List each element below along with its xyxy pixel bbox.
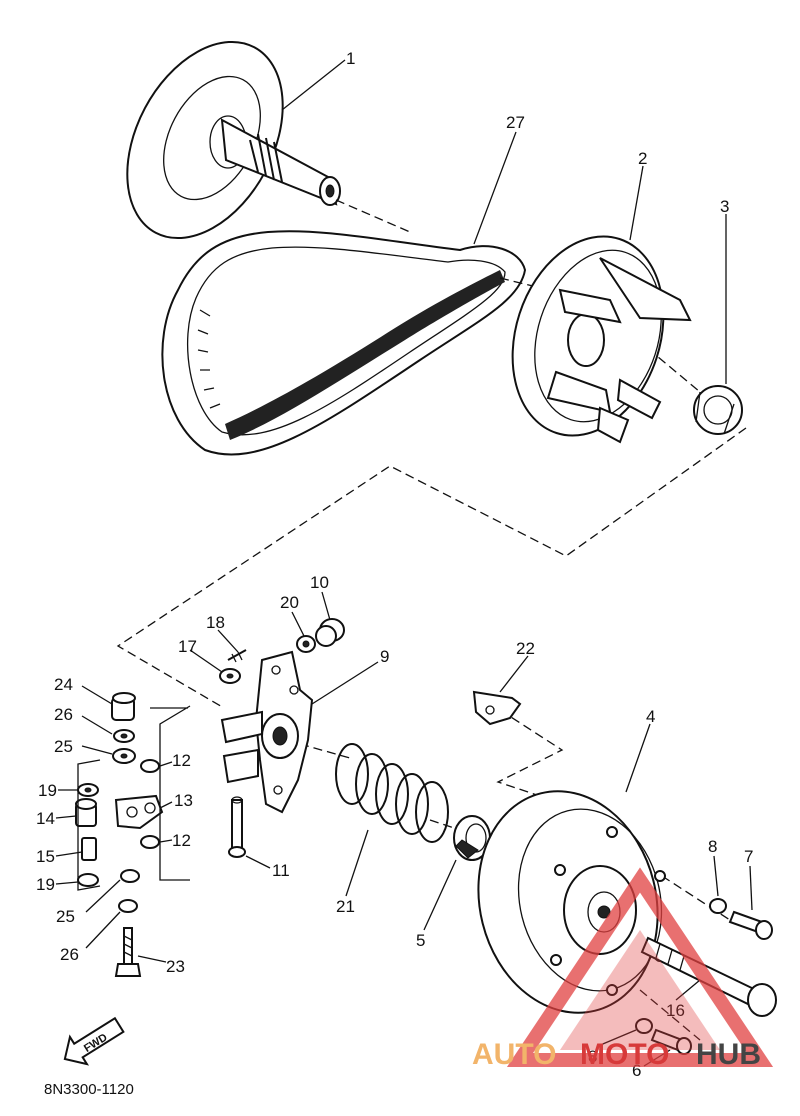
part-8-washer-upper xyxy=(709,898,727,914)
callout-20: 20 xyxy=(280,593,299,612)
leader-lines xyxy=(55,59,753,1067)
callout-26-top: 26 xyxy=(54,705,73,724)
part-21-spring xyxy=(335,743,449,843)
watermark-logo: AUTO MOTO HUB xyxy=(472,867,774,1071)
part-27-v-belt xyxy=(161,230,527,456)
callout-12-bottom: 12 xyxy=(172,831,191,850)
callout-9: 9 xyxy=(380,647,389,666)
callout-21: 21 xyxy=(336,897,355,916)
watermark-moto: MOTO xyxy=(580,1038,669,1071)
callout-26-bottom: 26 xyxy=(60,945,79,964)
part-code: 8N3300-1120 xyxy=(44,1081,134,1098)
part-6-bolt xyxy=(650,1028,692,1055)
callout-24: 24 xyxy=(54,675,73,694)
callout-6: 6 xyxy=(632,1061,641,1080)
callout-2: 2 xyxy=(638,149,647,168)
callout-10: 10 xyxy=(310,573,329,592)
part-8-washer-lower xyxy=(635,1018,653,1034)
watermark-hub: HUB xyxy=(696,1038,761,1071)
part-20-washer xyxy=(296,635,316,653)
callout-13: 13 xyxy=(174,791,193,810)
part-11-pin xyxy=(228,796,246,858)
part-22-damper xyxy=(472,690,522,726)
callout-1: 1 xyxy=(346,49,355,68)
callout-18: 18 xyxy=(206,613,225,632)
callout-11: 11 xyxy=(272,861,290,880)
callout-4: 4 xyxy=(646,707,655,726)
callout-3: 3 xyxy=(720,197,729,216)
part-2-sliding-sheave xyxy=(511,235,692,444)
left-parts-stack xyxy=(75,692,191,977)
part-7-bolt xyxy=(728,910,773,940)
callout-25-bottom: 25 xyxy=(56,907,75,926)
watermark-auto: AUTO xyxy=(472,1038,556,1071)
part-9-spider xyxy=(220,650,314,814)
part-18-pin xyxy=(227,649,247,663)
callout-23: 23 xyxy=(166,957,185,976)
callout-14: 14 xyxy=(36,809,55,828)
callout-25-top: 25 xyxy=(54,737,73,756)
callout-17: 17 xyxy=(178,637,197,656)
part-1-fixed-sheave xyxy=(126,40,341,240)
callout-12-top: 12 xyxy=(172,751,191,770)
callout-27: 27 xyxy=(506,113,525,132)
callout-22: 22 xyxy=(516,639,535,658)
callout-7: 7 xyxy=(744,847,753,866)
callout-labels: 1 27 2 3 10 20 18 17 9 22 4 24 26 25 12 … xyxy=(36,49,753,1080)
part-17-washer xyxy=(219,668,241,684)
callout-8-upper: 8 xyxy=(708,837,717,856)
callout-16: 16 xyxy=(666,1001,685,1020)
callout-15: 15 xyxy=(36,847,55,866)
part-10-slider xyxy=(315,618,345,647)
callout-19-bottom: 19 xyxy=(36,875,55,894)
part-3-collar xyxy=(693,385,743,435)
fwd-arrow: FWD xyxy=(63,1016,125,1066)
callout-19-top: 19 xyxy=(38,781,57,800)
callout-5: 5 xyxy=(416,931,425,950)
